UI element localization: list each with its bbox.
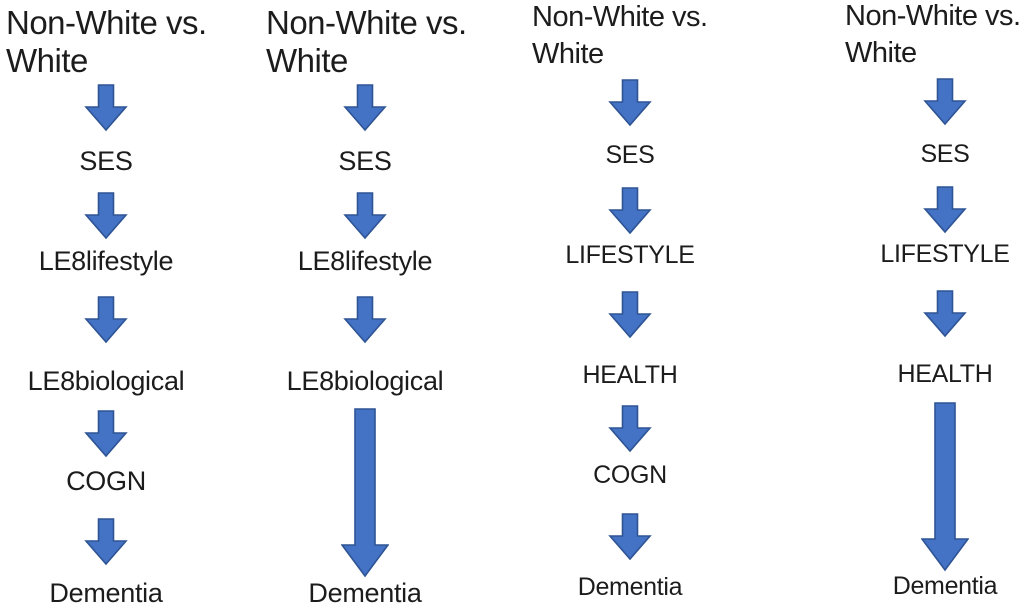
down-arrow-icon [923, 186, 967, 234]
down-arrow-icon [608, 291, 652, 339]
down-arrow-icon [84, 410, 128, 458]
down-arrow-icon [923, 290, 967, 338]
pathway-column-3: Non-White vs. White SES LIFESTYLE HEALTH… [505, 0, 755, 606]
node-health: HEALTH [897, 360, 993, 388]
exposure-label-line2: White [845, 37, 917, 69]
node-le8biological: LE8biological [286, 366, 444, 396]
pathway-column-2: Non-White vs. White SES LE8lifestyle LE8… [240, 0, 490, 611]
down-arrow-icon [84, 518, 128, 566]
node-dementia: Dementia [577, 573, 683, 601]
node-health: HEALTH [582, 361, 678, 389]
node-le8lifestyle: LE8lifestyle [297, 246, 433, 276]
exposure-label: Non-White vs. White [532, 0, 708, 73]
exposure-label-line2: White [532, 38, 604, 70]
node-dementia: Dementia [892, 572, 998, 600]
down-arrow-icon [84, 192, 128, 240]
node-dementia: Dementia [308, 578, 422, 608]
down-arrow-icon [608, 513, 652, 561]
node-ses: SES [920, 140, 970, 168]
down-arrow-icon [84, 296, 128, 344]
node-lifestyle: LIFESTYLE [880, 240, 1010, 268]
node-ses: SES [79, 146, 133, 176]
pathway-column-4: Non-White vs. White SES LIFESTYLE HEALTH… [820, 0, 1020, 605]
exposure-label-line2: White [266, 42, 348, 79]
node-le8lifestyle: LE8lifestyle [38, 246, 174, 276]
exposure-label-line1: Non-White vs. [532, 1, 708, 33]
exposure-label-line1: Non-White vs. [266, 4, 467, 41]
long-down-arrow-icon [920, 402, 970, 572]
exposure-label: Non-White vs. White [845, 0, 1020, 72]
down-arrow-icon [343, 296, 387, 344]
node-cogn: COGN [66, 466, 146, 496]
node-cogn: COGN [593, 461, 667, 489]
down-arrow-icon [608, 79, 652, 127]
node-ses: SES [338, 146, 392, 176]
exposure-label-line1: Non-White vs. [845, 0, 1020, 32]
node-le8biological: LE8biological [27, 366, 185, 396]
exposure-label: Non-White vs. White [266, 4, 467, 80]
exposure-label: Non-White vs. White [6, 4, 207, 80]
pathway-column-1: Non-White vs. White SES LE8lifestyle LE8… [0, 0, 212, 611]
down-arrow-icon [343, 84, 387, 132]
down-arrow-icon [608, 405, 652, 453]
node-dementia: Dementia [49, 578, 163, 608]
node-ses: SES [605, 141, 655, 169]
long-down-arrow-icon [340, 408, 390, 578]
down-arrow-icon [608, 187, 652, 235]
exposure-label-line2: White [6, 42, 88, 79]
node-lifestyle: LIFESTYLE [565, 241, 695, 269]
exposure-label-line1: Non-White vs. [6, 4, 207, 41]
down-arrow-icon [923, 78, 967, 126]
down-arrow-icon [343, 192, 387, 240]
down-arrow-icon [84, 84, 128, 132]
